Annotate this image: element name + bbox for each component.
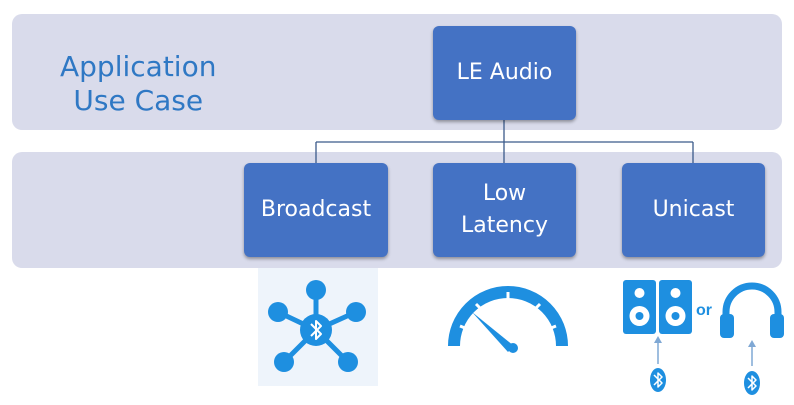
or-label: or xyxy=(696,302,712,319)
broadcast-node: Broadcast xyxy=(244,163,388,257)
speedometer-icon xyxy=(448,286,568,353)
application-use-case-band: Application Use Case xyxy=(12,14,782,130)
bluetooth-network-icon xyxy=(258,268,378,386)
application-use-case-label: Application Use Case xyxy=(60,50,217,117)
headphones-icon xyxy=(720,282,784,338)
low-latency-node: Low Latency xyxy=(433,163,576,257)
speakers-bluetooth-link xyxy=(650,336,666,392)
headphones-bluetooth-link xyxy=(744,340,760,395)
unicast-node: Unicast xyxy=(622,163,765,257)
speakers-icon xyxy=(623,280,692,334)
le-audio-node: LE Audio xyxy=(433,26,576,120)
